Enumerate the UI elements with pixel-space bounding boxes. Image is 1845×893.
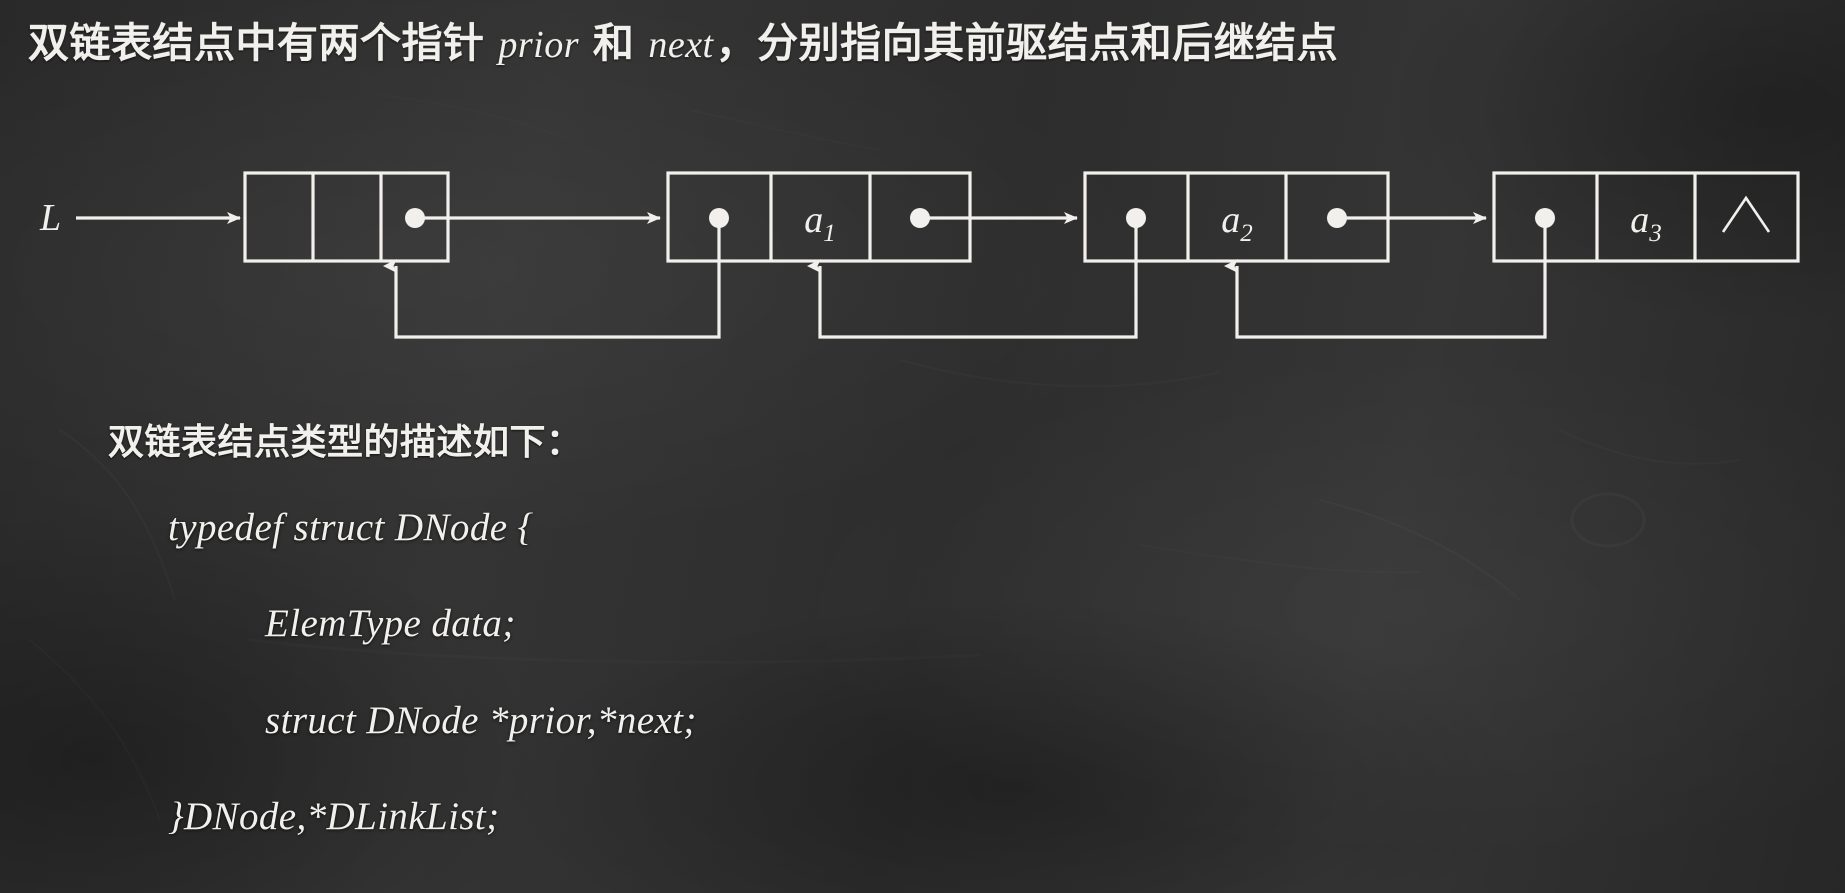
node-a2: a2	[1083, 171, 1487, 263]
node-a3: a3	[1492, 171, 1800, 263]
prior-link-a1-to-head	[383, 218, 721, 339]
linked-list-svg: L	[39, 171, 1800, 339]
title-term-prior: prior	[498, 24, 580, 66]
doubly-linked-list-diagram: L	[0, 118, 1845, 368]
node-head	[243, 171, 661, 263]
node-data-label: a2	[1221, 199, 1253, 247]
page-title: 双链表结点中有两个指针 prior 和 next，分别指向其前驱结点和后继结点	[28, 14, 1828, 74]
node-data-label: a1	[804, 199, 836, 247]
code-line-close: }DNode,*DLinkList;	[168, 795, 500, 838]
prior-back-pointers	[383, 218, 1547, 339]
code-line-data: ElemType data;	[265, 602, 516, 645]
node-data-label: a3	[1630, 199, 1662, 247]
title-segment-3: ，分别指向其前驱结点和后继结点	[715, 20, 1339, 66]
null-symbol	[1721, 195, 1771, 233]
section-subheading: 双链表结点类型的描述如下：	[108, 421, 583, 462]
code-line-pointers: struct DNode *prior,*next;	[265, 699, 697, 742]
node-a1: a1	[666, 171, 1078, 263]
prior-link-a2-to-a1	[807, 218, 1138, 339]
code-line-typedef: typedef struct DNode {	[168, 506, 534, 549]
title-term-next: next	[648, 24, 714, 66]
prior-link-a3-to-a2	[1224, 218, 1547, 339]
title-segment-2: 和	[581, 20, 647, 66]
title-segment-1: 双链表结点中有两个指针	[28, 20, 497, 66]
head-pointer-label: L	[39, 197, 61, 239]
